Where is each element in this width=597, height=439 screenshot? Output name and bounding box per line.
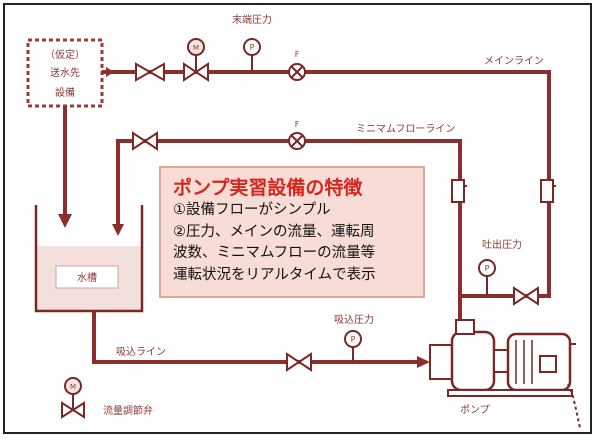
destination-label-3: 設備 (55, 86, 75, 99)
callout-line-2: ②圧力、メインの流量、運転周 (173, 223, 375, 240)
discharge-valve (513, 286, 539, 306)
end-pressure-gauge: P (243, 38, 261, 72)
main-flowmeter-symbol: F (295, 50, 300, 59)
main-line-flowmeter: F (288, 50, 306, 81)
minimum-flow-instrument (451, 179, 467, 203)
callout-title: ポンプ実習設備の特徴 (173, 177, 363, 199)
suction-pressure-label: 吸込圧力 (334, 313, 374, 326)
pump-assembly (429, 319, 581, 429)
minimum-flow-arrow (112, 224, 124, 236)
suction-line-label: 吸込ライン (116, 346, 166, 358)
main-line-label: メインライン (484, 55, 544, 67)
callout-line-4: 運転状況をリアルタイムで表示 (173, 266, 376, 283)
water-tank: 水槽 (34, 205, 144, 313)
destination-label-2: 送水先 (50, 66, 80, 79)
suction-arrow (417, 356, 430, 368)
destination-equipment: （仮定） 送水先 設備 (26, 38, 104, 108)
minimum-flow-valve (132, 131, 158, 151)
suction-valve (286, 352, 312, 372)
main-line-instrument (540, 179, 556, 203)
return-arrow (58, 214, 72, 228)
features-callout: ポンプ実習設備の特徴 ①設備フローがシンプル ②圧力、メインの流量、運転周 波数… (159, 166, 425, 298)
main-line-arrow (106, 67, 114, 77)
motor-symbol: M (193, 44, 199, 52)
legend-motor-symbol: M (70, 383, 76, 391)
minimum-flow-label: ミニマムフローライン (356, 123, 455, 135)
tank-label: 水槽 (77, 271, 97, 284)
minimum-flowmeter-symbol: F (295, 120, 300, 129)
discharge-pressure-gauge: P (478, 259, 496, 296)
legend-flow-control-label: 流量調節弁 (103, 404, 153, 417)
suction-gauge-symbol: P (351, 335, 356, 344)
callout-line-3: 波数、ミニマムフローの流量等 (173, 245, 376, 261)
end-gauge-symbol: P (250, 43, 255, 52)
end-pressure-label: 末端圧力 (232, 13, 272, 26)
discharge-pressure-label: 吐出圧力 (482, 238, 522, 251)
discharge-gauge-symbol: P (485, 264, 490, 273)
main-line-motor-valve: M (183, 38, 209, 82)
legend-flow-control-valve: M (61, 377, 85, 419)
destination-label-1: （仮定） (45, 48, 85, 61)
main-line-pipe (102, 70, 551, 322)
callout-line-1: ①設備フローがシンプル (173, 202, 331, 218)
suction-pressure-gauge: P (344, 330, 362, 362)
pump-label: ポンプ (460, 404, 490, 416)
main-line-valve-1 (135, 62, 165, 82)
minimum-flow-flowmeter: F (288, 120, 306, 150)
